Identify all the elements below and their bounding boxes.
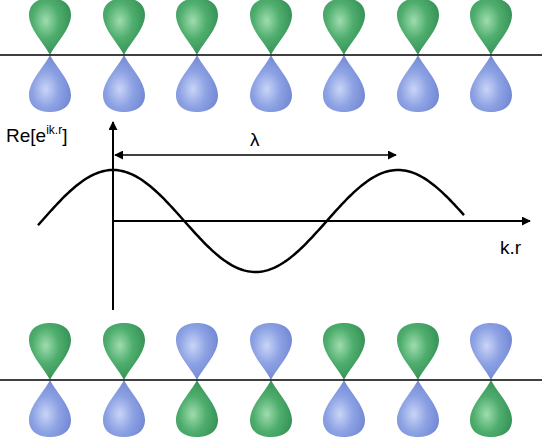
wavelength-arrow [115,154,396,156]
axis-label: k.r [500,238,521,257]
orbital-row [0,323,542,437]
wavelength-label: λ [250,130,260,149]
orbital-row [0,0,542,112]
x-axis [113,220,530,222]
axis-label: Re[eik.r] [6,124,67,145]
y-axis [112,122,114,310]
cosine-curve [38,170,464,272]
